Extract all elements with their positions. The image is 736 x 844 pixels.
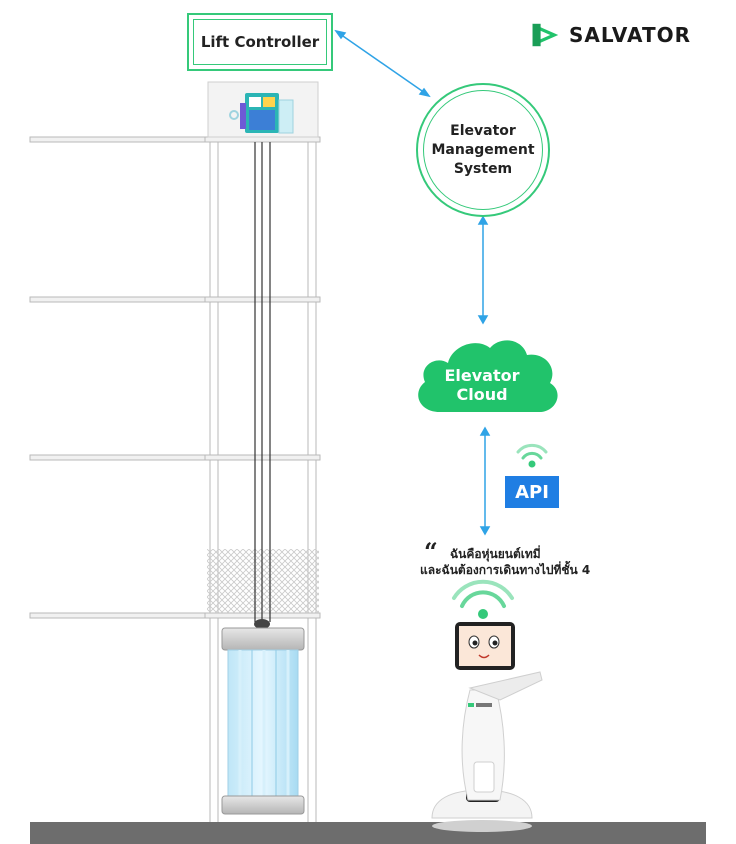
api-badge: API	[505, 476, 559, 508]
connection-arrows	[334, 29, 491, 536]
robot-wifi-icon	[452, 579, 514, 619]
lift-controller-label: Lift Controller	[193, 19, 327, 65]
ground	[30, 822, 706, 844]
wifi-signal-icon	[516, 443, 548, 468]
floor-slab	[29, 136, 211, 143]
ems-label-line1: Elevator	[450, 122, 516, 139]
floor-slab	[29, 296, 211, 303]
quote-mark-icon: “	[424, 537, 438, 566]
machine-room	[207, 81, 319, 138]
robot-speech-line1: ฉันคือหุ่นยนต์เทมี่	[450, 547, 541, 561]
salvator-logo: SALVATOR	[531, 17, 691, 53]
elevator-management-system-node: Elevator Management System	[416, 83, 550, 217]
lift-controller-node: Lift Controller	[187, 13, 333, 71]
salvator-logo-text: SALVATOR	[569, 23, 691, 47]
salvator-logo-icon	[532, 23, 559, 47]
robot-speech: “ ฉันคือหุ่นยนต์เทมี่ และฉันต้องการเดินท…	[404, 537, 604, 578]
cloud-label-line2: Cloud	[456, 385, 508, 404]
floor-slab	[29, 454, 211, 461]
elevator-cloud-shape	[418, 340, 558, 413]
cloud-label-line1: Elevator	[444, 366, 520, 385]
elevator-cables	[254, 142, 271, 622]
elevator-cab	[221, 619, 305, 815]
building-floors	[29, 136, 211, 619]
ems-label-line3: System	[453, 160, 513, 177]
floor-slab	[29, 612, 211, 619]
temi-robot	[431, 622, 543, 832]
elevator-cloud-label: Elevator Cloud	[412, 366, 552, 404]
counterweight-mesh	[207, 549, 319, 613]
ems-label-line2: Management	[431, 141, 535, 158]
robot-speech-line2: และฉันต้องการเดินทางไปที่ชั้น 4	[420, 563, 591, 577]
